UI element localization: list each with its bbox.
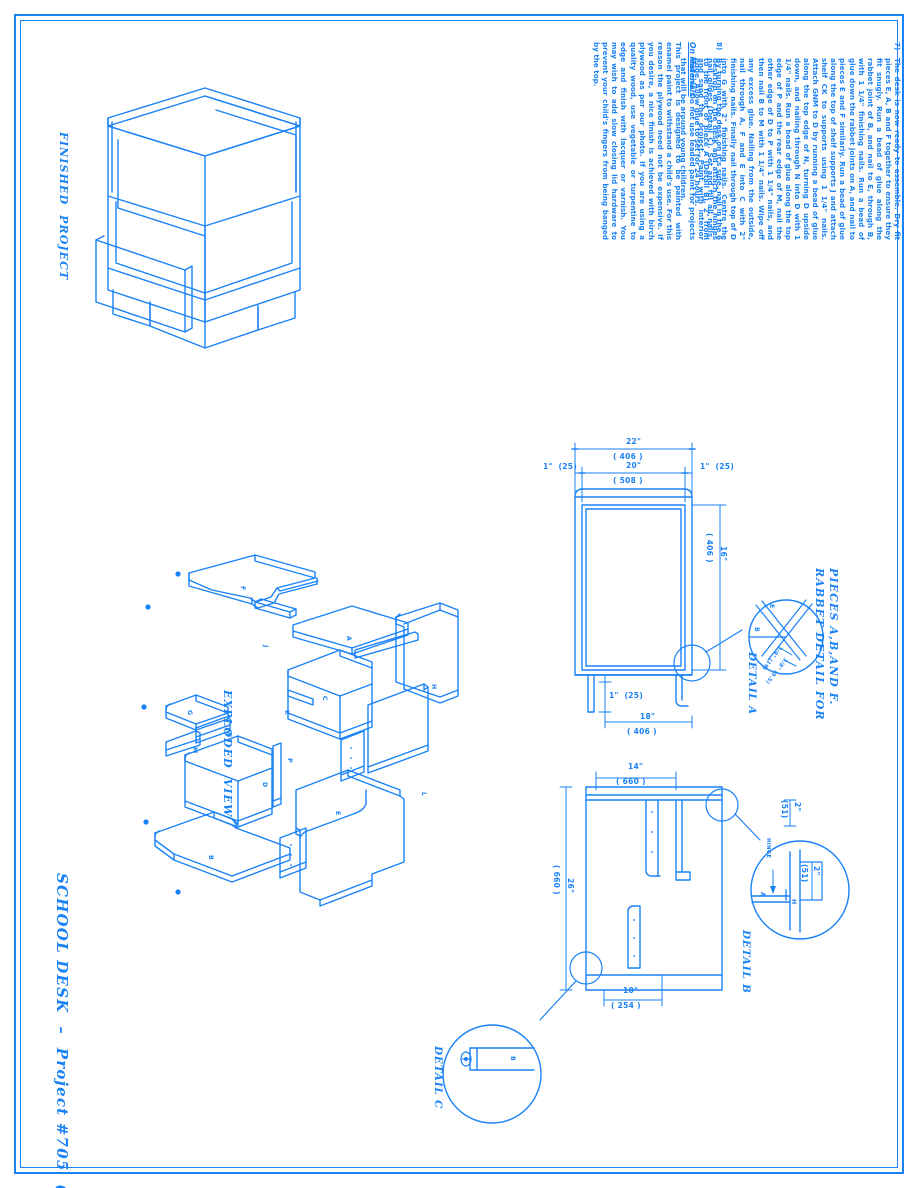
- sheet-border-outer: [14, 14, 904, 1174]
- detail-c-label: DETAIL C: [432, 1046, 444, 1110]
- front-dim-18-imperial: 18": [640, 712, 656, 721]
- finished-project-heading: FINISHED PROJECT: [57, 132, 70, 281]
- exploded-part-k: K: [283, 710, 290, 715]
- materials-section: On Materials This project is designed to…: [592, 42, 697, 372]
- front-edge-right-dim: 1" (25): [700, 462, 735, 471]
- exploded-part-d: D: [261, 782, 268, 788]
- front-edge-bottom-dim: 1" (25): [609, 691, 644, 700]
- side-hinge-dim-metric: (51): [780, 800, 789, 819]
- exploded-part-e: E: [334, 811, 341, 816]
- side-dim-14-metric: ( 660 ): [616, 777, 646, 786]
- exploded-part-a: A: [345, 636, 352, 641]
- page-title: SCHOOL DESK – Project #705 (Side B): [53, 873, 71, 1188]
- exploded-part-b: B: [207, 855, 214, 860]
- side-hinge-dim-imperial: 2": [793, 802, 802, 812]
- side-dim-26-imperial: 26": [566, 878, 575, 894]
- exploded-view-heading: EXPLODED VIEW: [221, 690, 234, 818]
- exploded-part-n: N: [225, 732, 232, 738]
- instruction-step-7: 7) The desk is now ready to assemble. Dr…: [693, 42, 902, 372]
- exploded-part-j: J: [262, 645, 269, 648]
- exploded-part-g: G: [186, 710, 193, 716]
- exploded-part-p: P: [286, 758, 293, 763]
- exploded-part-m: M: [191, 747, 198, 754]
- front-dim-16-imperial: 16": [719, 546, 728, 562]
- front-dim-20-imperial: 20": [626, 461, 642, 470]
- materials-text: This project is designed to be painted w…: [592, 42, 683, 240]
- detail-a-part-b: B: [753, 627, 760, 632]
- detail-b-label: DETAIL B: [740, 930, 752, 994]
- side-dim-26-metric: ( 660 ): [552, 865, 561, 895]
- instruction-7-number: 7): [893, 42, 902, 51]
- exploded-part-h: H: [430, 684, 437, 690]
- detail-b-part-h: H: [790, 899, 797, 905]
- front-dim-22-imperial: 22": [626, 437, 642, 446]
- front-dim-18-metric: ( 406 ): [627, 727, 657, 736]
- rabbet-detail-title-line1: RABBET DETAIL FOR: [813, 568, 826, 721]
- sheet-border-inner: [20, 20, 898, 1168]
- detail-c-part-b: B: [509, 1056, 516, 1061]
- detail-b-dim-imperial: 2": [812, 866, 821, 876]
- exploded-part-c: C: [321, 696, 328, 701]
- materials-heading: On Materials: [688, 42, 697, 97]
- side-dim-10-metric: ( 254 ): [611, 1001, 641, 1010]
- side-dim-10-imperial: 10": [623, 986, 639, 995]
- instruction-7-text: The desk is now ready to assemble. Dry f…: [692, 58, 902, 240]
- exploded-part-f: F: [239, 586, 246, 591]
- side-dim-14-imperial: 14": [628, 762, 644, 771]
- detail-a-part-e: E: [768, 604, 775, 609]
- exploded-part-l: L: [420, 792, 427, 796]
- rabbet-detail-title-line2: PIECES A,B,AND F.: [827, 568, 840, 706]
- front-dim-16-metric: ( 406 ): [705, 533, 714, 563]
- front-dim-22-metric: ( 406 ): [613, 452, 643, 461]
- detail-a-label: DETAIL A: [746, 652, 758, 715]
- detail-b-hinge-label: HINGE: [765, 838, 771, 859]
- detail-b-part-a: A: [759, 892, 766, 897]
- front-edge-left-dim: 1" (25): [543, 462, 578, 471]
- detail-b-dim-metric: (51): [800, 864, 809, 883]
- front-dim-20-metric: ( 508 ): [613, 476, 643, 485]
